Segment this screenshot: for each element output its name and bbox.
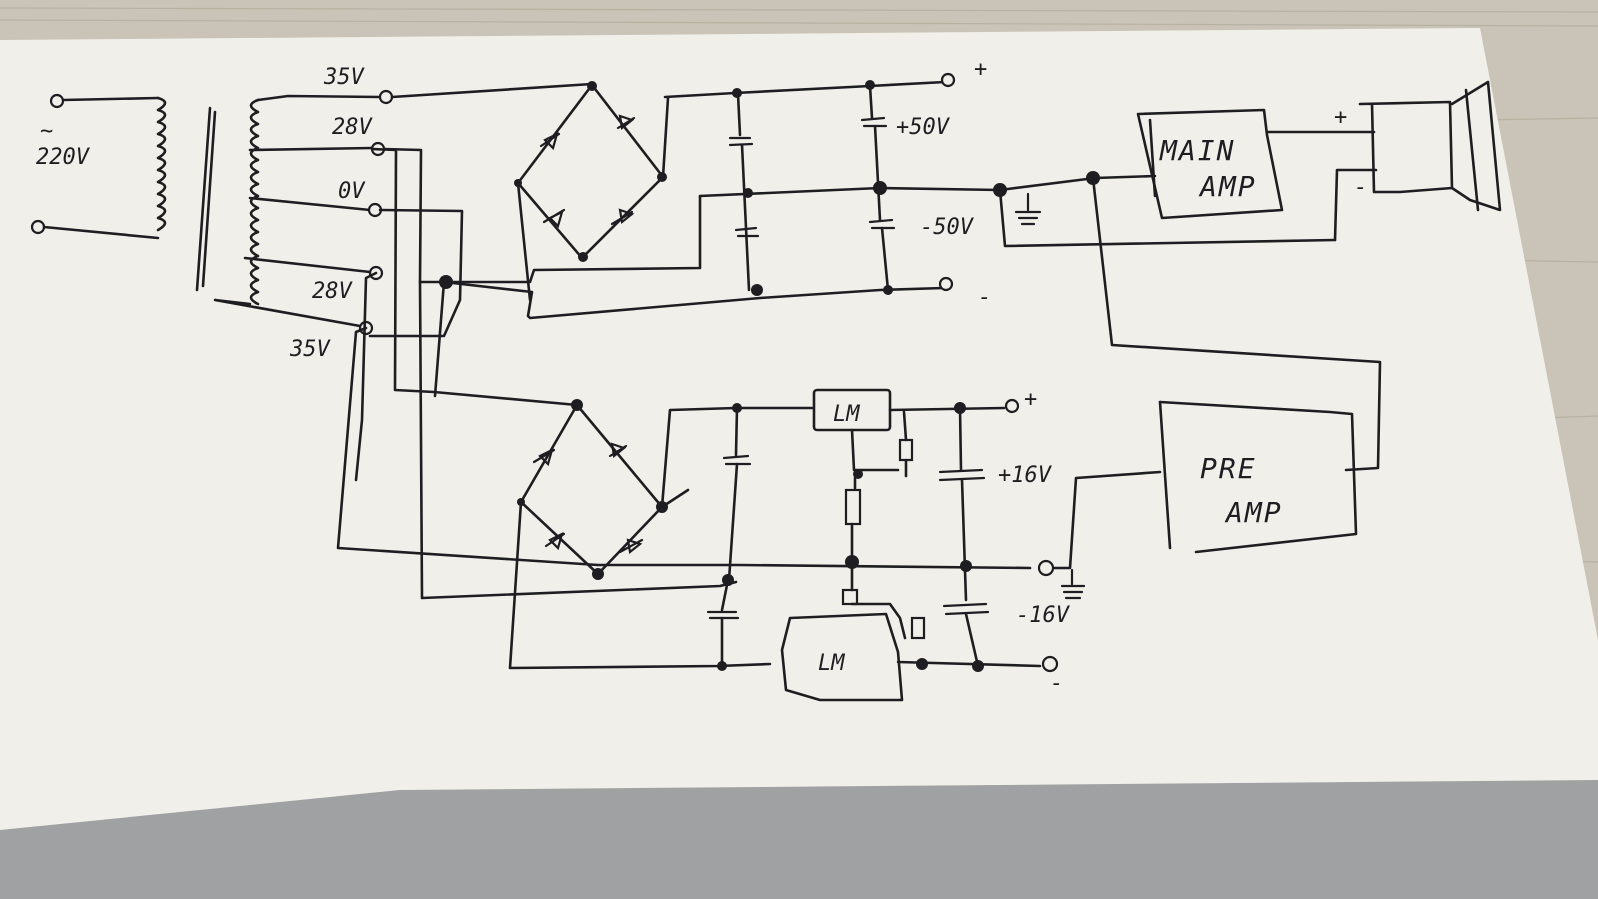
transformer bbox=[30, 89, 394, 336]
secondary-tap-28-bottom bbox=[243, 256, 372, 274]
reg-plus-label: + bbox=[1024, 387, 1037, 412]
pre-regulators: LM LM bbox=[706, 388, 1042, 702]
shadow bbox=[0, 780, 1598, 899]
mains-terminal-top bbox=[49, 93, 65, 109]
secondary-coil bbox=[249, 98, 260, 306]
mains-terminal-bottom bbox=[30, 219, 46, 235]
speaker-minus-label: - bbox=[1354, 175, 1367, 200]
pre-neg-terminal bbox=[1041, 655, 1059, 673]
mains-voltage-label: 220V bbox=[36, 145, 91, 170]
core-line-1 bbox=[195, 106, 212, 292]
tap-label-35-top: 35V bbox=[323, 65, 365, 90]
pre-neg-rail-label: -16V bbox=[1016, 603, 1071, 628]
reg-top-label: LM bbox=[833, 402, 860, 427]
tap-label-0: 0V bbox=[338, 179, 366, 204]
primary-lead-bottom bbox=[42, 225, 160, 240]
mains-symbol: ~ bbox=[40, 119, 53, 144]
main-bridge-node-bottom bbox=[578, 252, 588, 262]
main-capacitors bbox=[728, 80, 896, 296]
main-neg-rail-label: -50V bbox=[920, 215, 975, 240]
tap-terminal-35-top bbox=[378, 89, 394, 105]
tap-label-35-bottom: 35V bbox=[289, 337, 331, 362]
pre-amp-label-line2: AMP bbox=[1224, 496, 1283, 529]
speaker-plus-label: + bbox=[1334, 105, 1347, 130]
tap-label-28-top: 28V bbox=[332, 115, 373, 140]
primary-coil bbox=[156, 96, 167, 232]
pre-pos-rail-label: +16V bbox=[998, 463, 1053, 488]
main-amp-block: MAIN AMP bbox=[1136, 108, 1378, 242]
main-ground-wiring bbox=[993, 171, 1382, 472]
main-amp-label-line2: AMP bbox=[1198, 170, 1257, 203]
main-bridge-diodes bbox=[539, 114, 636, 229]
main-bridge-rectifier bbox=[514, 81, 667, 262]
pre-bridge-rectifier bbox=[517, 399, 668, 580]
pre-amp-block: PRE AMP bbox=[1052, 400, 1358, 600]
main-amp-label-line1: MAIN bbox=[1159, 134, 1235, 167]
pre-minus-label: - bbox=[1050, 671, 1063, 696]
secondary-tap-28-top bbox=[248, 146, 374, 152]
secondary-tap-0 bbox=[248, 196, 372, 212]
tap-label-28-bottom: 28V bbox=[312, 279, 353, 304]
main-bridge-node-top bbox=[587, 81, 597, 91]
speaker bbox=[1358, 80, 1502, 212]
primary-lead-top bbox=[61, 96, 160, 102]
main-pos-rail-label: +50V bbox=[896, 115, 951, 140]
reg-bottom-label: LM bbox=[818, 651, 845, 676]
core-line-2 bbox=[201, 110, 217, 288]
paper-sheet bbox=[0, 28, 1598, 899]
pre-amp-label-line1: PRE bbox=[1200, 452, 1257, 485]
main-pos-terminal bbox=[940, 72, 956, 88]
tap-junction bbox=[439, 275, 453, 289]
main-minus-label: - bbox=[978, 285, 991, 310]
reg-bottom-box bbox=[780, 612, 904, 702]
secondary-tap-35-top bbox=[256, 94, 382, 102]
pre-gnd-terminal bbox=[1037, 559, 1055, 577]
secondary-tap-35-bottom bbox=[213, 298, 362, 328]
main-neg-terminal bbox=[938, 276, 954, 292]
main-plus-label: + bbox=[974, 57, 987, 82]
pre-pos-terminal bbox=[1004, 398, 1020, 414]
